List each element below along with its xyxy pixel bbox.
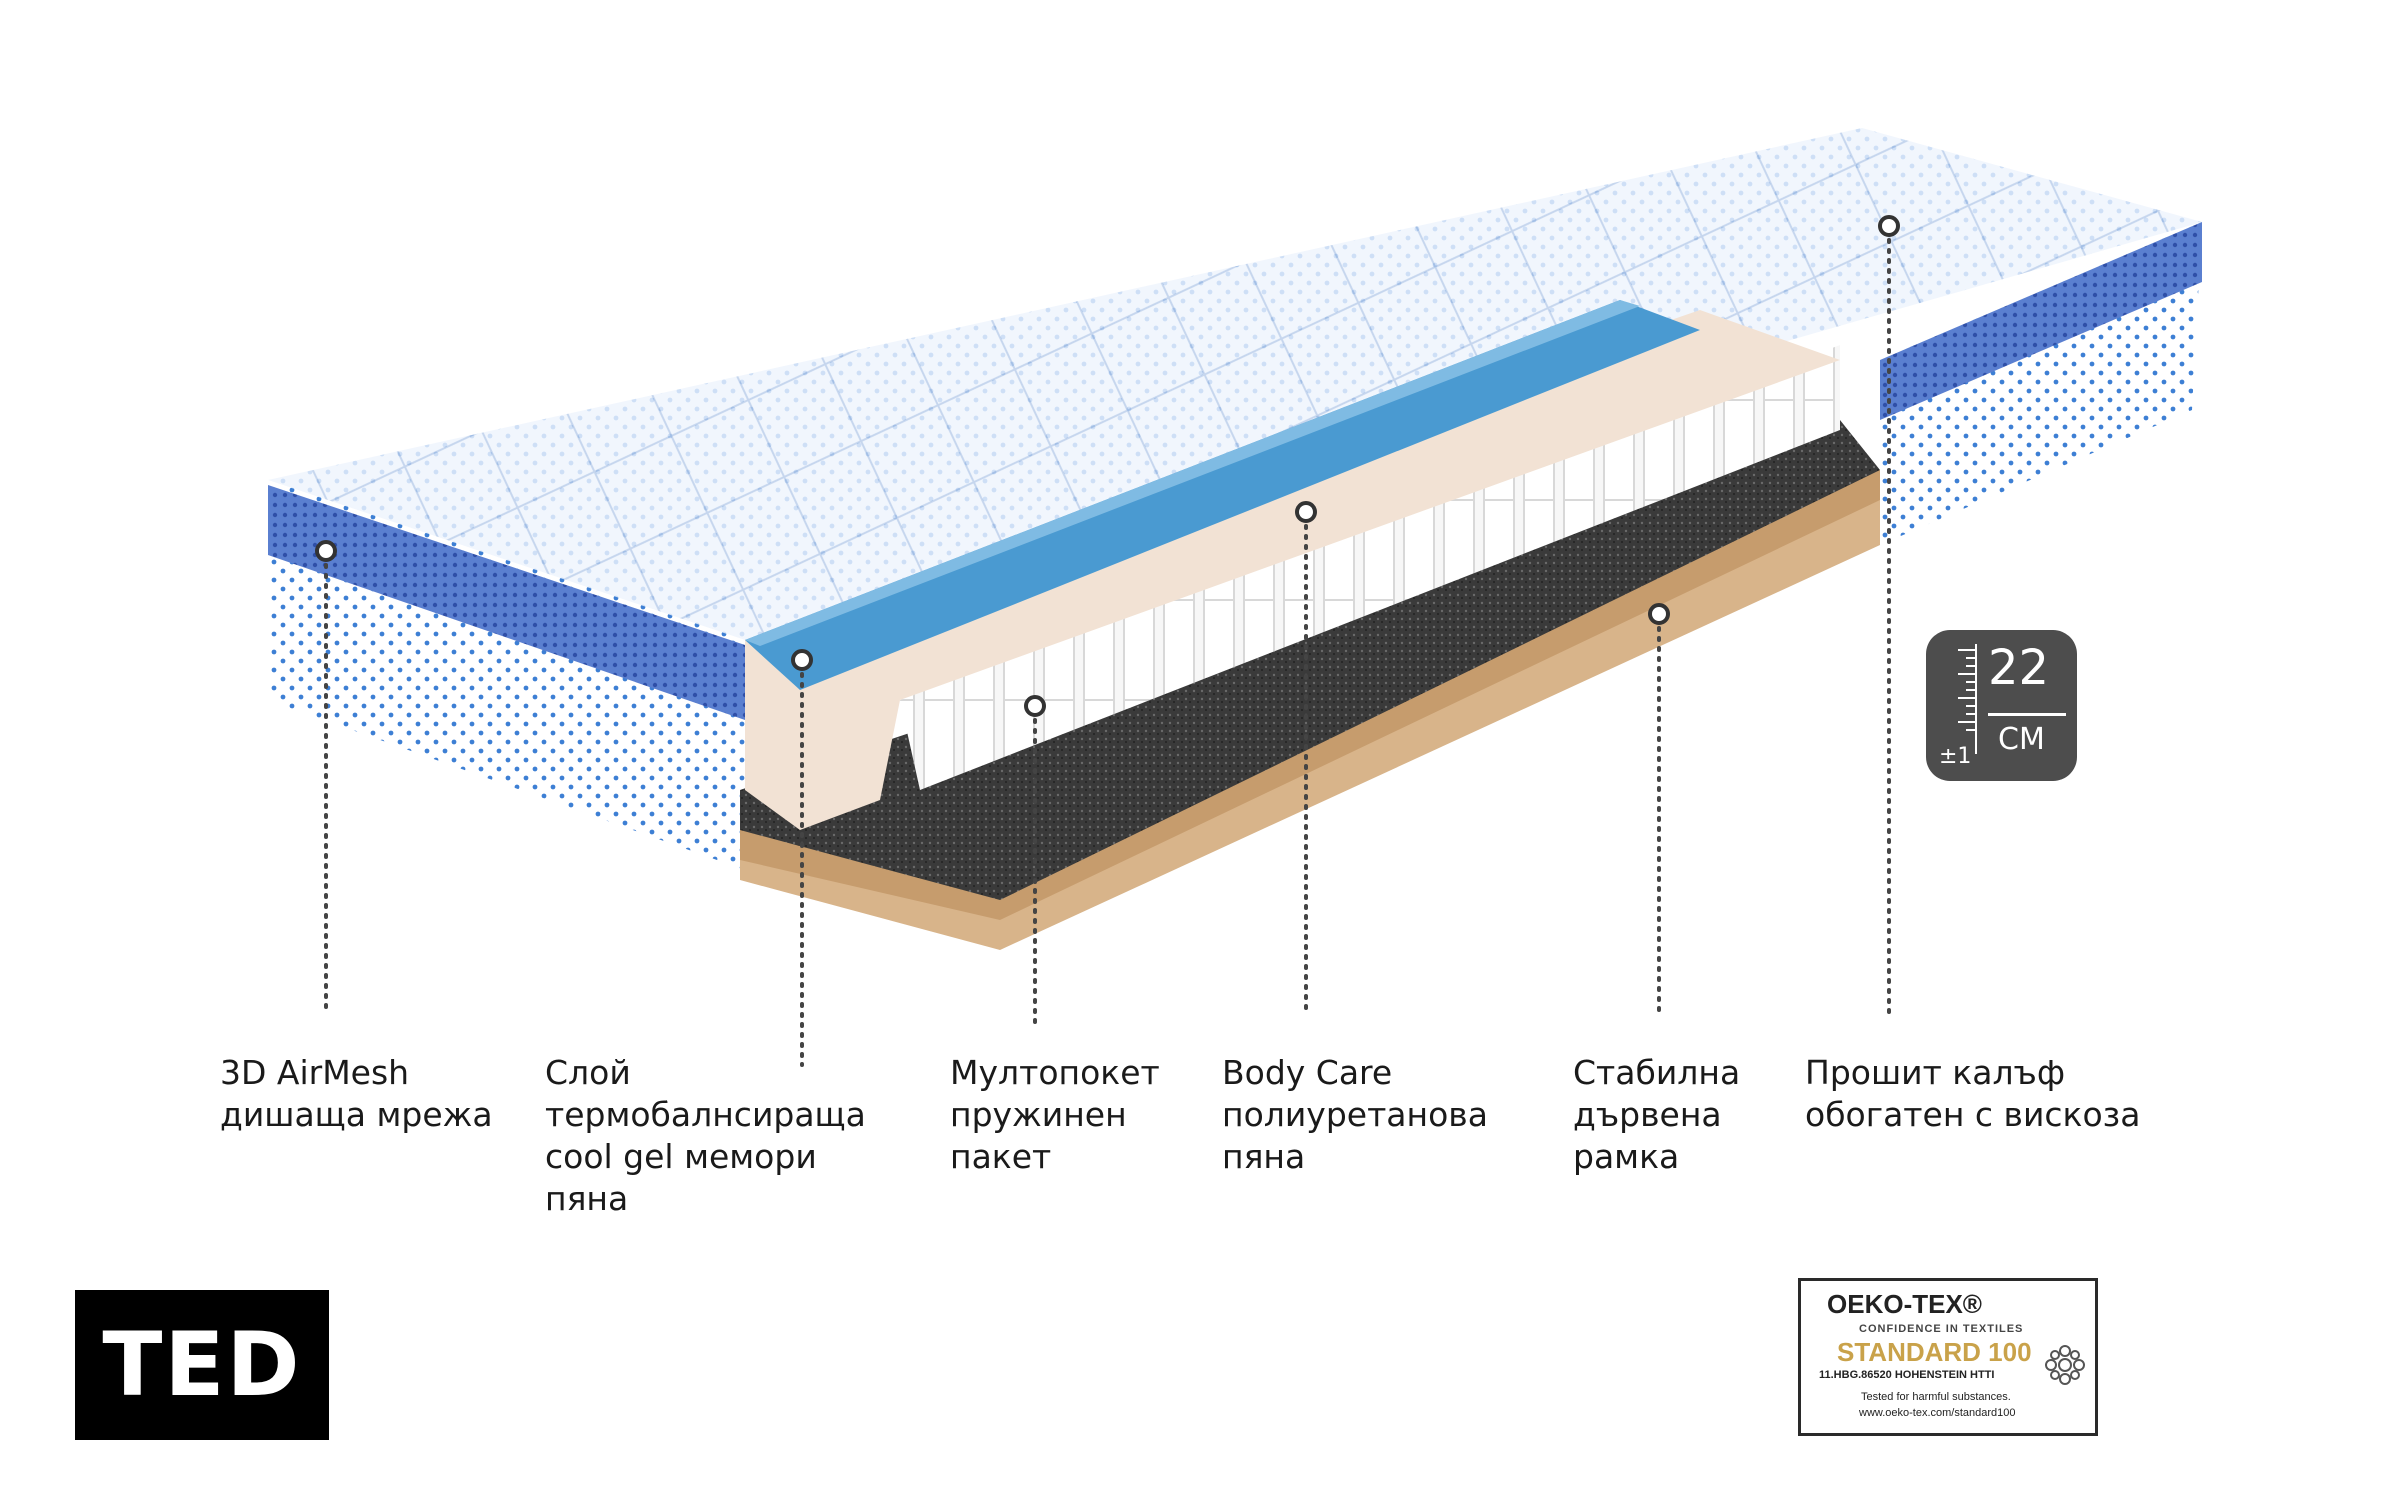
- cool-gel-layer: [745, 300, 1700, 690]
- flower-icon: [2045, 1345, 2085, 1385]
- callout-line: Слой: [545, 1053, 631, 1092]
- callout-line: пакет: [950, 1137, 1052, 1176]
- cert-brand: OEKO-TEX®: [1827, 1289, 1982, 1319]
- callout-line: Стабилна: [1573, 1053, 1741, 1092]
- height-value: 22: [1988, 640, 2050, 696]
- callout-frame: Стабилна дървена рамка: [1573, 1052, 1740, 1178]
- marker-foam: [1295, 501, 1317, 523]
- callout-line: пружинен: [950, 1095, 1127, 1134]
- callout-line: 3D AirMesh: [220, 1053, 410, 1092]
- callout-cover: Прошит калъф обогатен с вискоза: [1805, 1052, 2140, 1136]
- badge-divider: [1988, 713, 2066, 716]
- callout-line: пяна: [1222, 1137, 1306, 1176]
- pocket-springs: [900, 345, 1840, 790]
- foam-frame: [745, 310, 1840, 830]
- callout-airmesh: 3D AirMesh дишаща мрежа: [220, 1052, 493, 1136]
- callout-line: полиуретанова: [1222, 1095, 1488, 1134]
- height-unit: СМ: [1998, 722, 2045, 757]
- cert-number: 11.HBG.86520 HOHENSTEIN HTTI: [1819, 1369, 1995, 1381]
- callout-gel-layer: Слой термобалнсираща cool gel мемори пян…: [545, 1052, 866, 1220]
- marker-frame: [1648, 603, 1670, 625]
- cert-url: www.oeko-tex.com/standard100: [1859, 1407, 2016, 1419]
- marker-gel: [791, 649, 813, 671]
- marker-airmesh: [315, 540, 337, 562]
- callout-foam: Body Care полиуретанова пяна: [1222, 1052, 1488, 1178]
- callout-line: термобалнсираща: [545, 1095, 866, 1134]
- callout-line: Body Care: [1222, 1053, 1393, 1092]
- brand-logo-text: TED: [102, 1313, 302, 1416]
- callout-springs: Мултопокет пружинен пакет: [950, 1052, 1160, 1178]
- callout-line: обогатен с вискоза: [1805, 1095, 2141, 1134]
- callout-line: дишаща мрежа: [220, 1095, 493, 1134]
- cert-tagline: CONFIDENCE IN TEXTILES: [1859, 1323, 2024, 1335]
- callout-line: cool gel мемори: [545, 1137, 817, 1176]
- height-badge: 22 СМ ±1: [1926, 630, 2077, 781]
- callout-line: дървена: [1573, 1095, 1722, 1134]
- ruler-icon: [1958, 644, 1977, 754]
- brand-logo: TED: [75, 1290, 329, 1440]
- cert-standard: STANDARD 100: [1837, 1337, 2032, 1367]
- airmesh-band: [268, 485, 745, 720]
- oeko-tex-certificate: OEKO-TEX® CONFIDENCE IN TEXTILES STANDAR…: [1798, 1278, 2098, 1436]
- marker-springs: [1024, 695, 1046, 717]
- felt-layer: [740, 420, 1880, 900]
- marker-cover: [1878, 215, 1900, 237]
- height-tolerance: ±1: [1939, 744, 1972, 769]
- callout-line: Прошит калъф: [1805, 1053, 2066, 1092]
- cert-tested-note: Tested for harmful substances.: [1861, 1391, 2011, 1403]
- callout-line: Мултопокет: [950, 1053, 1160, 1092]
- callout-line: пяна: [545, 1179, 629, 1218]
- callout-line: рамка: [1573, 1137, 1680, 1176]
